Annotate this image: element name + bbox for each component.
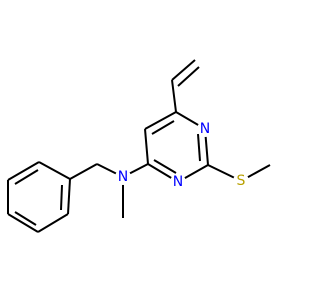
bond-vinyl-ring [171,79,177,113]
bond-ph-6 [38,161,71,180]
bond-n3-c4-inner [153,159,177,174]
bond-ch2-phenyl [69,163,98,180]
bond-vinyl-double-b [177,66,200,87]
atom-bg-n-amine [115,169,131,185]
bond-c4-c5 [144,128,149,165]
bond-vinyl-double-a [171,59,196,81]
bond-ph-1 [67,178,71,215]
atom-n3: N [173,174,183,190]
atom-bg-s [233,173,249,189]
atom-labels: N N N S [115,121,249,190]
bond-c5-c6-inner [151,120,175,135]
atom-bg-n1 [197,121,213,137]
atom-n-amine: N [118,169,128,185]
bond-ph-5 [7,161,40,181]
molecule-svg: N N N S [7,59,271,233]
bond-n1-c2-inner [197,133,201,162]
vinyl-group [171,59,200,113]
pyrimidine-ring [144,111,209,183]
bond-ph-3 [7,213,39,233]
bond-ph-inner-a [60,184,63,211]
atom-n1: N [200,121,210,137]
bond-ph-inner-c [14,169,39,185]
atom-s: S [237,173,246,189]
atom-bg-n3 [170,174,186,190]
bond-ph-2 [37,213,69,233]
benzene-ring [7,161,71,233]
bond-ph-inner-b [14,211,37,226]
molecule-structure: N N N S [7,59,271,233]
amine-group [69,163,149,218]
bond-c5-c6 [144,111,177,130]
